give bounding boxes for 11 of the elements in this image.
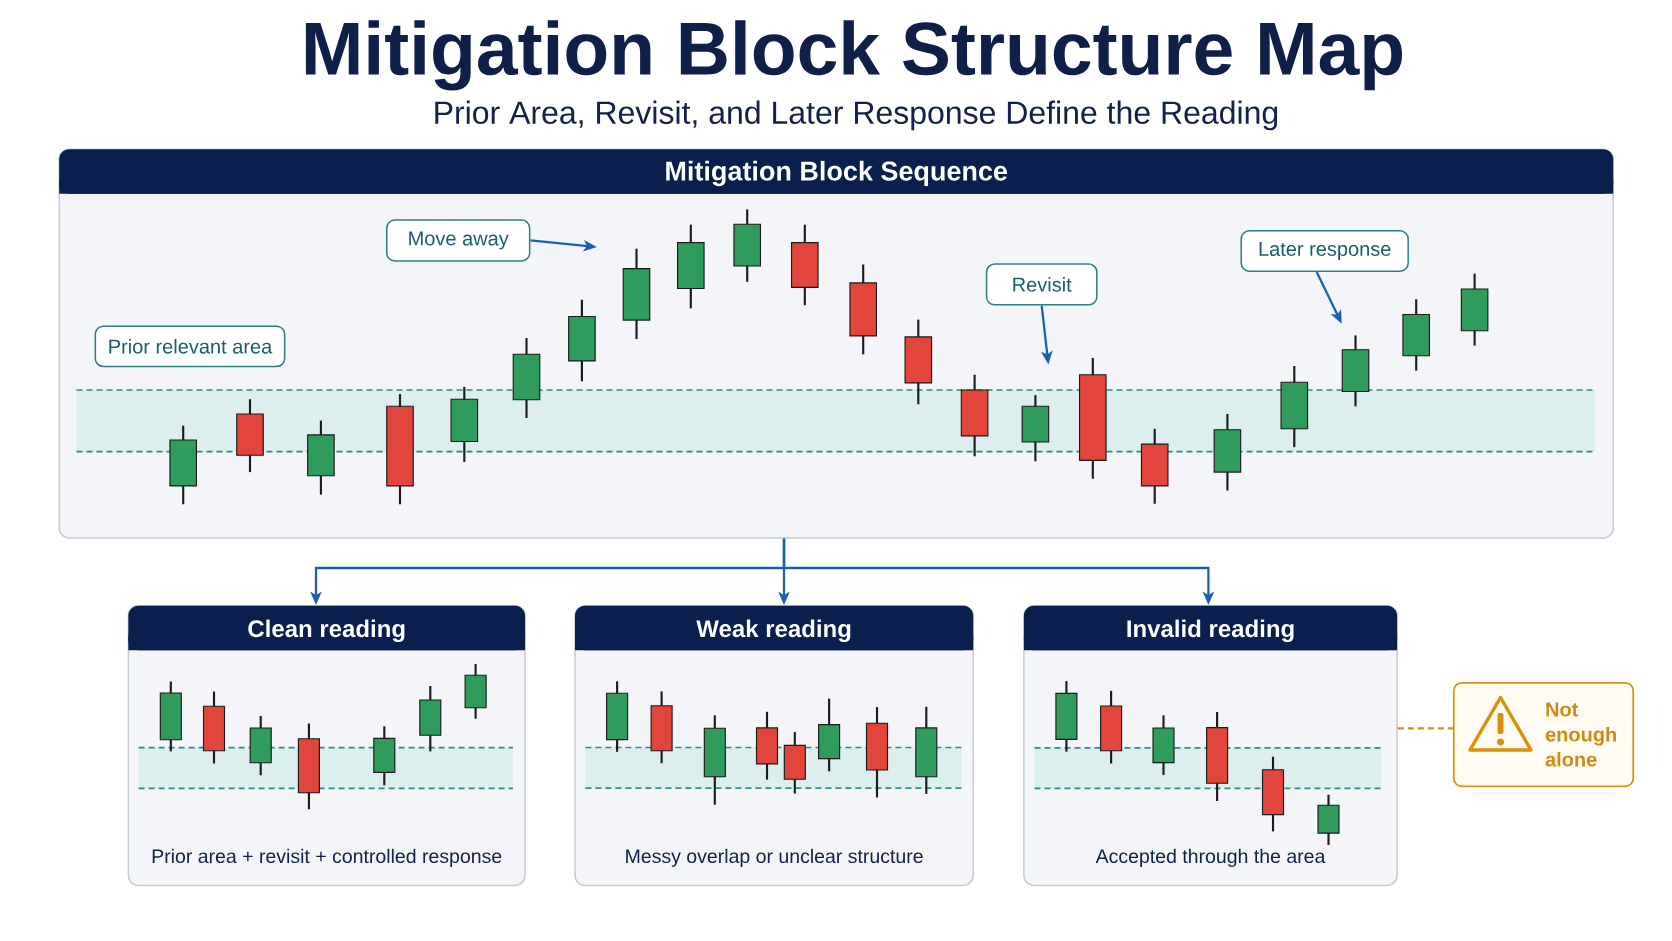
warning-box: Not enough alone: [1452, 682, 1635, 788]
title: Mitigation Block Structure Map: [305, 20, 1402, 91]
panel-caption: Prior area + revisit + controlled response: [152, 848, 502, 867]
panel-header: Weak reading: [575, 605, 974, 651]
connector-line: [1397, 727, 1453, 730]
panel-header: Mitigation Block Sequence: [59, 149, 1614, 194]
subtitle: Prior Area, Revisit, and Later Response Define the Reading: [435, 100, 1278, 131]
panel-caption: Messy overlap or unclear structure: [626, 848, 923, 867]
panel-caption: Accepted through the area: [1095, 848, 1326, 867]
panel-header: Invalid reading: [1023, 605, 1398, 651]
panel-header: Clean reading: [128, 605, 526, 651]
